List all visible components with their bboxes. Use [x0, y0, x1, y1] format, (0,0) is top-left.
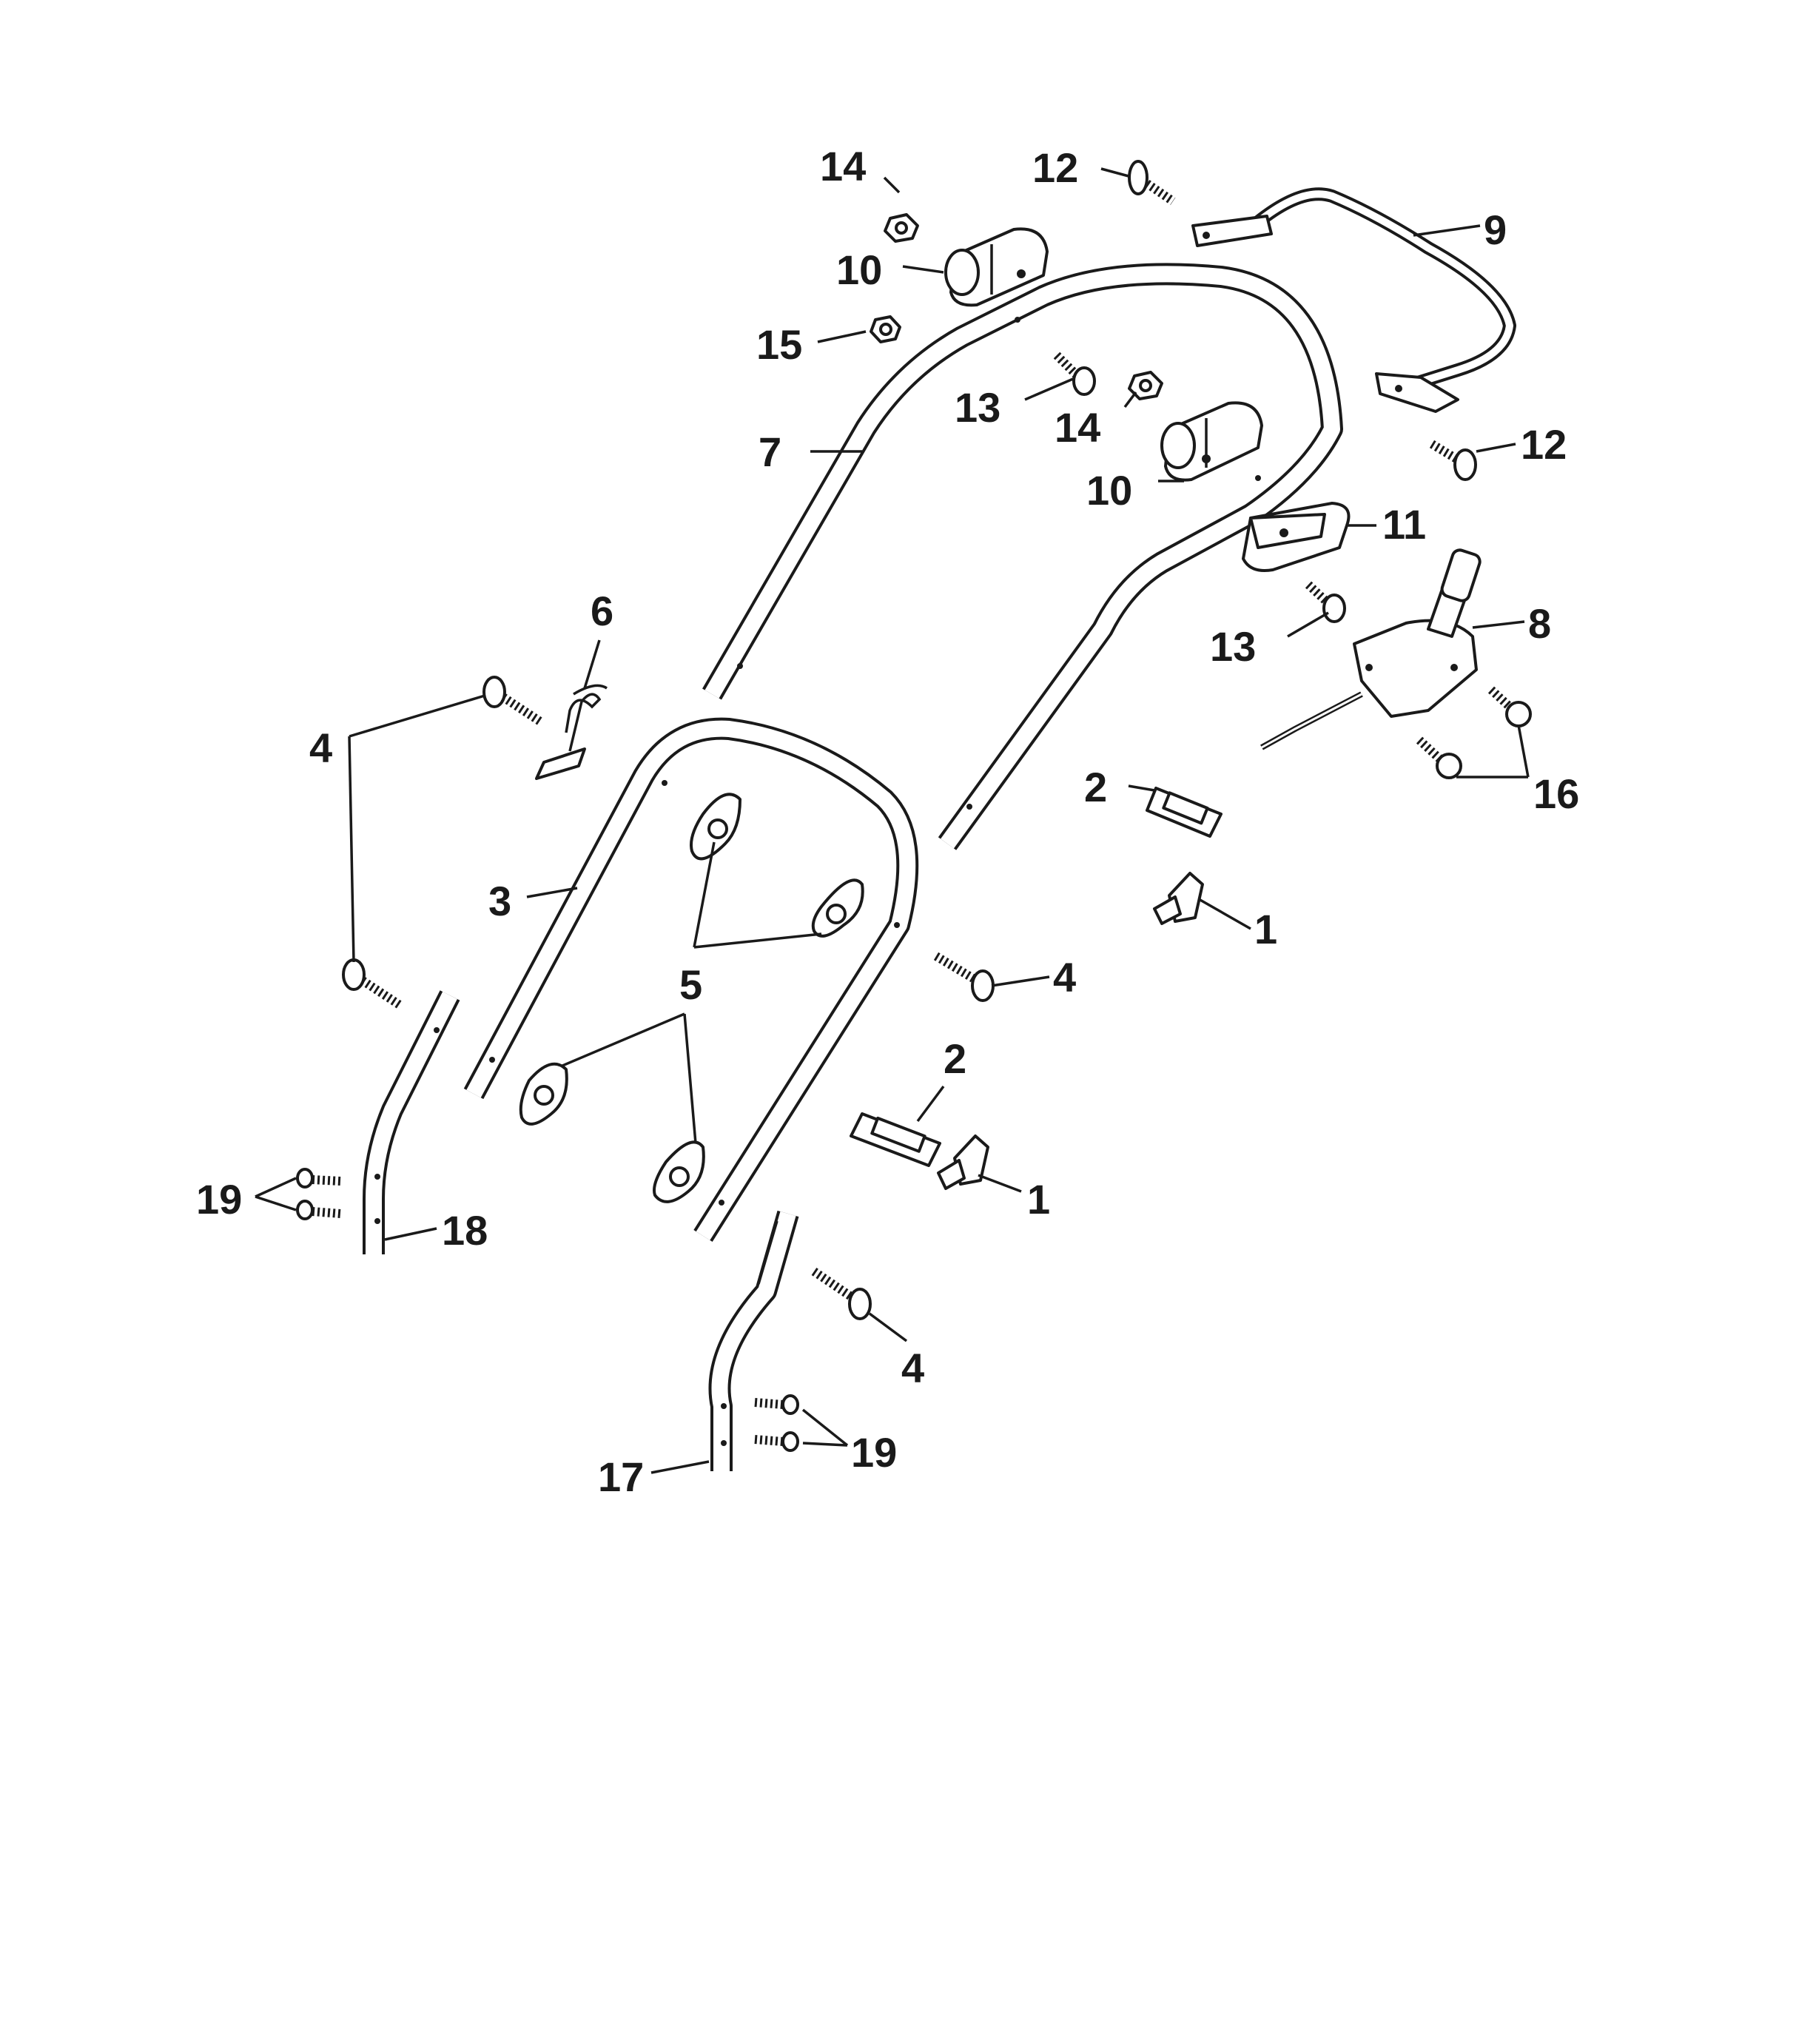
bolt-part-12-upper — [1128, 160, 1176, 205]
callout-5-upper: 5 — [679, 961, 702, 1008]
leader-lines — [255, 167, 1530, 1474]
cable-guide-part-2-upper — [1146, 787, 1223, 838]
bolt-part-12-lower — [1429, 440, 1477, 481]
callout-12-lower: 12 — [1521, 421, 1567, 468]
fastener-part-19-right-upper — [754, 1394, 799, 1415]
callout-3: 3 — [488, 878, 511, 924]
screw-part-13-upper — [1053, 352, 1096, 396]
clip-part-1-upper — [1153, 872, 1204, 925]
bail-bar-part-9 — [1191, 187, 1516, 413]
callout-18: 18 — [442, 1207, 488, 1254]
fastener-part-19-left-upper — [296, 1168, 341, 1189]
callout-16: 16 — [1533, 770, 1579, 817]
cable-clip-part-10-upper — [944, 227, 1049, 307]
callout-15: 15 — [756, 321, 802, 368]
cable-cover-part-11 — [1242, 502, 1351, 572]
callout-labels: 14 12 9 10 15 13 14 12 7 10 11 6 13 8 4 … — [196, 143, 1579, 1500]
screw-part-13-lower — [1305, 581, 1346, 623]
cable-hook-part-6 — [535, 684, 608, 780]
clamp-bolt-part-4-lower-right — [811, 1268, 872, 1320]
callout-12-upper: 12 — [1032, 144, 1078, 191]
clip-part-1-lower — [937, 1134, 989, 1190]
clamp-bolt-part-4-mid-right — [933, 952, 995, 1002]
callout-1-upper: 1 — [1254, 906, 1277, 952]
screw-part-16-upper — [1487, 686, 1532, 727]
callout-7: 7 — [759, 428, 781, 475]
callout-19-left: 19 — [196, 1176, 242, 1223]
upper-handle-part-7 — [702, 263, 1343, 850]
callout-13-upper: 13 — [955, 384, 1001, 431]
callout-14-lower: 14 — [1055, 404, 1100, 451]
cable-clip-part-10-lower — [1160, 401, 1263, 482]
callout-17: 17 — [598, 1453, 644, 1500]
callout-1-lower: 1 — [1027, 1176, 1050, 1223]
lower-tube-part-17 — [708, 1210, 799, 1471]
callout-4-mid-right: 4 — [1053, 954, 1076, 1001]
callout-9: 9 — [1484, 206, 1507, 253]
callout-10-upper: 10 — [836, 246, 882, 293]
wing-knob-part-5-b — [811, 878, 864, 938]
callout-2-upper: 2 — [1084, 764, 1107, 810]
lower-handle-part-3 — [463, 717, 919, 1243]
screw-part-16-lower — [1416, 736, 1462, 779]
callout-13-lower: 13 — [1210, 623, 1256, 670]
callout-2-lower: 2 — [944, 1035, 966, 1082]
callout-8: 8 — [1528, 600, 1551, 647]
callout-10-lower: 10 — [1086, 467, 1132, 514]
callout-11: 11 — [1382, 501, 1426, 548]
callout-4-lower-right: 4 — [901, 1345, 924, 1391]
wing-knob-part-5-d — [653, 1140, 705, 1203]
fastener-part-19-right-lower — [754, 1431, 799, 1452]
clamp-bolt-part-4-upper-left — [482, 676, 543, 726]
callout-19-right: 19 — [851, 1429, 897, 1476]
wing-knob-part-5-c — [519, 1062, 568, 1126]
callout-6: 6 — [591, 588, 613, 634]
fastener-part-19-left-lower — [296, 1200, 341, 1220]
throttle-control-part-8 — [1260, 548, 1482, 750]
clamp-bolt-part-4-lower-left — [342, 958, 403, 1009]
callout-14-upper: 14 — [820, 143, 866, 189]
cable-guide-part-2-lower — [850, 1112, 941, 1167]
wing-knob-part-5-a — [690, 793, 741, 861]
callout-4-upper-left: 4 — [309, 725, 332, 771]
lower-tube-part-18 — [363, 990, 460, 1254]
